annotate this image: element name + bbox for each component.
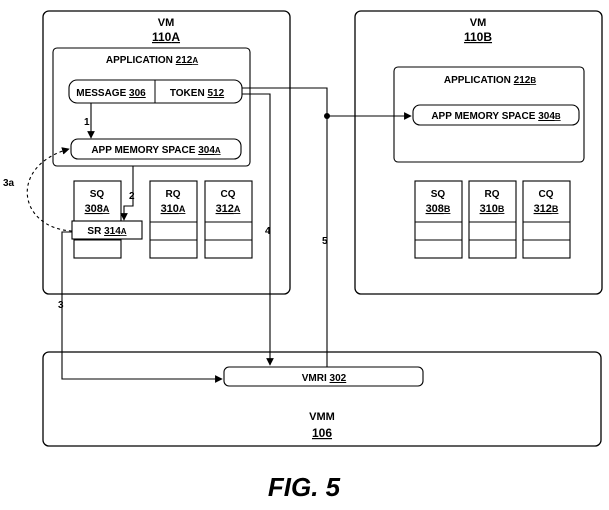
cq-a: CQ 312A: [204, 180, 253, 259]
sr-box: [71, 220, 143, 240]
message-label: MESSAGE 306: [76, 88, 146, 99]
application-a-label: APPLICATION 212A: [106, 55, 199, 66]
rq-a: RQ 310A: [149, 180, 198, 259]
token-to-vm-b-line: [242, 87, 328, 116]
arrow-2: [120, 166, 134, 221]
vmm-box: [42, 351, 602, 447]
vm-b-box: [354, 10, 603, 295]
app-memory-space-b-box: [412, 104, 580, 126]
sq-a-name: SQ: [90, 189, 105, 200]
step-4-label: 4: [265, 226, 271, 237]
vm-b-ref: 110B: [464, 30, 492, 44]
token-label: TOKEN 512: [170, 88, 225, 99]
cq-a-name: CQ: [221, 189, 236, 200]
sq-b-name: SQ: [431, 189, 446, 200]
junction-dot: [324, 113, 330, 119]
arrow-4: [242, 93, 274, 366]
app-memory-space-a-label: APP MEMORY SPACE 304A: [91, 145, 221, 156]
rq-b: RQ 310B: [468, 180, 517, 259]
rq-a-ref: 310A: [161, 203, 186, 215]
sq-a: SQ 308A: [73, 180, 122, 259]
rq-a-name: RQ: [166, 189, 181, 200]
step-3-label: 3: [58, 300, 64, 311]
rq-b-name: RQ: [485, 189, 500, 200]
step-1-label: 1: [84, 117, 90, 128]
sq-b: SQ 308B: [414, 180, 463, 259]
arrow-3: [61, 231, 223, 383]
app-memory-space-b-label: APP MEMORY SPACE 304B: [431, 111, 561, 122]
vmm-title: VMM: [309, 411, 335, 423]
step-3a-label: 3a: [3, 178, 15, 189]
vm-a-ref: 110A: [152, 30, 180, 44]
sr-label: SR 314A: [87, 226, 126, 237]
app-memory-space-a-box: [70, 138, 242, 160]
vmri-label: VMRI 302: [302, 373, 347, 384]
figure-label: FIG. 5: [268, 472, 341, 502]
rq-b-ref: 310B: [480, 203, 505, 215]
vm-b-title: VM: [470, 17, 487, 29]
sq-a-ref: 308A: [85, 203, 110, 215]
cq-b-ref: 312B: [534, 203, 559, 215]
step-5-label: 5: [322, 236, 328, 247]
vmri-box: [223, 366, 424, 387]
application-a-box: [52, 47, 251, 167]
application-b-label: APPLICATION 212B: [444, 75, 537, 86]
application-b-box: [393, 66, 585, 163]
step-2-label: 2: [129, 191, 135, 202]
cq-a-ref: 312A: [216, 203, 241, 215]
vm-a-title: VM: [158, 17, 175, 29]
vm-a-box: [42, 10, 291, 295]
cq-b: CQ 312B: [522, 180, 571, 259]
cq-b-name: CQ: [539, 189, 554, 200]
vmm-ref: 106: [312, 426, 332, 440]
arrow-3a: [26, 147, 73, 232]
sq-b-ref: 308B: [426, 203, 451, 215]
